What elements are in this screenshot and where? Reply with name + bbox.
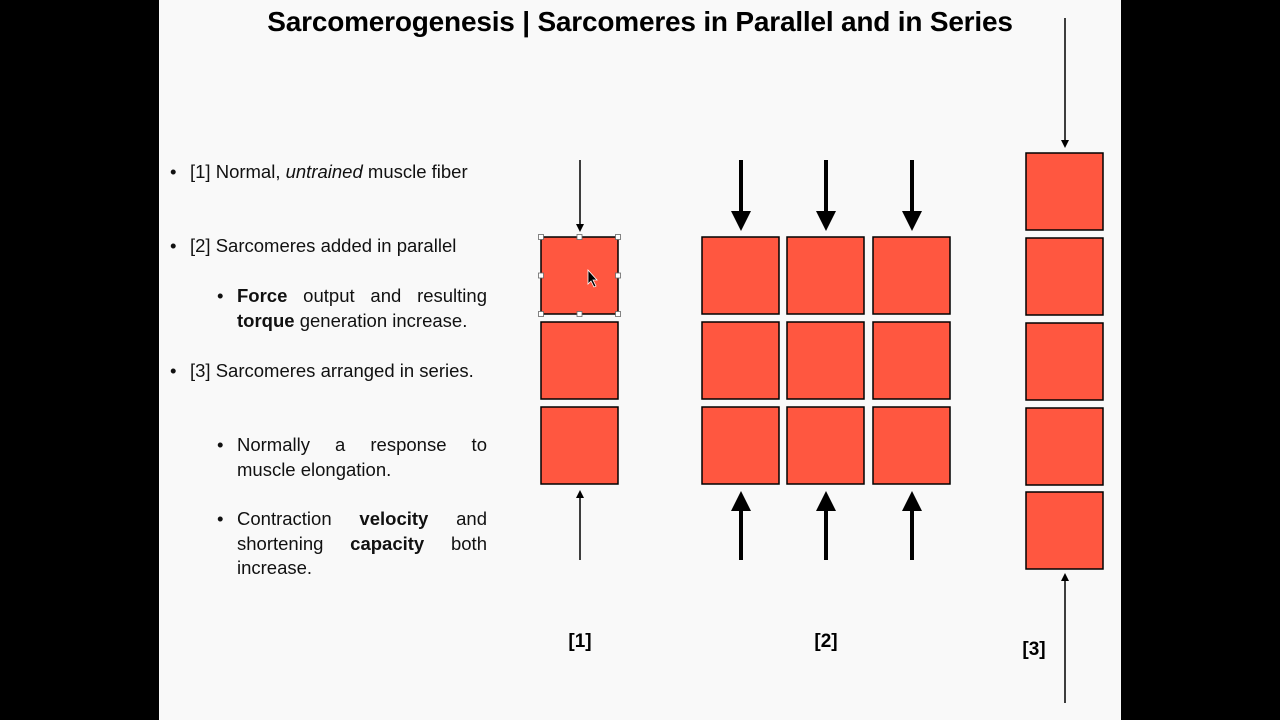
bullet-item-5: • Normally a response to muscle elongatio… (217, 433, 487, 482)
bullet-text: and shortening (237, 508, 487, 554)
diagram-label-1: [1] (568, 631, 591, 652)
sarcomere-1-3 (540, 406, 619, 485)
slide: Sarcomerogenesis | Sarcomeres in Paralle… (159, 0, 1121, 720)
bullet-item-2: • [2] Sarcomeres added in parallel (170, 234, 487, 259)
bullet-text: output and resulting (287, 285, 487, 306)
sarcomere-3-5 (1025, 491, 1104, 570)
arrow-2-top-3-head (902, 211, 922, 231)
sarcomere-2-2-1 (701, 321, 780, 400)
bullet-text: [3] Sarcomeres arranged in series. (190, 360, 474, 381)
bullet-text: [2] Sarcomeres added in parallel (190, 235, 457, 256)
selection-handle (538, 234, 544, 240)
sarcomere-3-1 (1025, 152, 1104, 231)
selection-handle (615, 311, 621, 317)
bullet-text: Normally a response to muscle elongation… (237, 434, 487, 480)
bullet-dot: • (217, 508, 224, 529)
bullet-text: velocity (359, 508, 429, 529)
slide-title: Sarcomerogenesis | Sarcomeres in Paralle… (267, 6, 1013, 37)
bullet-text: Force (237, 285, 288, 306)
selection-handle (538, 272, 544, 279)
sarcomere-2-2-2 (786, 321, 865, 400)
mouse-cursor-icon (587, 268, 598, 288)
bullet-text: untrained (285, 161, 363, 182)
arrow-2-bottom-2-head (816, 491, 836, 511)
sarcomere-3-2 (1025, 237, 1104, 316)
bullet-dot: • (170, 161, 177, 182)
sarcomere-3-4 (1025, 407, 1104, 486)
arrow-2-top-1-head (731, 211, 751, 231)
sarcomere-3-3 (1025, 322, 1104, 401)
bullet-dot: • (217, 285, 224, 306)
bullet-item-6: • Contraction velocity and shortening cap… (217, 507, 487, 581)
selection-handle (615, 272, 621, 279)
selection-handle (615, 234, 621, 240)
sarcomere-2-2-3 (872, 321, 951, 400)
arrow-2-top-2-head (816, 211, 836, 231)
bullet-dot: • (217, 434, 224, 455)
bullet-item-1: • [1] Normal, untrained muscle fiber (170, 160, 487, 185)
bullet-dot: • (170, 235, 177, 256)
sarcomere-2-1-1 (701, 236, 780, 315)
arrow-3-top-head (1061, 140, 1069, 148)
bullet-dot: • (170, 360, 177, 381)
arrow-2-bottom-1-head (731, 491, 751, 511)
bullet-text: generation increase. (294, 309, 468, 331)
sarcomere-2-3-1 (701, 406, 780, 485)
arrow-3-bottom-head (1061, 573, 1069, 581)
bullet-text: capacity (350, 532, 425, 554)
bullet-text: muscle fiber (362, 161, 468, 182)
arrow-2-bottom-3-head (902, 491, 922, 511)
diagram-label-3: [3] (1022, 639, 1045, 660)
bullet-text: torque (237, 309, 295, 331)
sarcomere-2-1-2 (786, 236, 865, 315)
bullet-item-3: • Force output and resulting torque gener… (217, 284, 487, 333)
arrow-1-top-head (576, 224, 584, 232)
bullet-item-4: • [3] Sarcomeres arranged in series. (170, 359, 487, 384)
selection-handle (576, 311, 583, 317)
selection-handle (538, 311, 544, 317)
selection-handle (576, 234, 583, 240)
sarcomere-2-3-2 (786, 406, 865, 485)
sarcomere-1-1 (540, 236, 619, 315)
sarcomere-1-2 (540, 321, 619, 400)
bullet-text: [1] Normal, (190, 161, 286, 182)
bullet-text: Contraction (237, 508, 360, 529)
sarcomere-2-3-3 (872, 406, 951, 485)
sarcomere-2-1-3 (872, 236, 951, 315)
diagram-label-2: [2] (814, 631, 837, 652)
bullet-text: both increase. (237, 532, 487, 579)
arrow-1-bottom-head (576, 490, 584, 498)
